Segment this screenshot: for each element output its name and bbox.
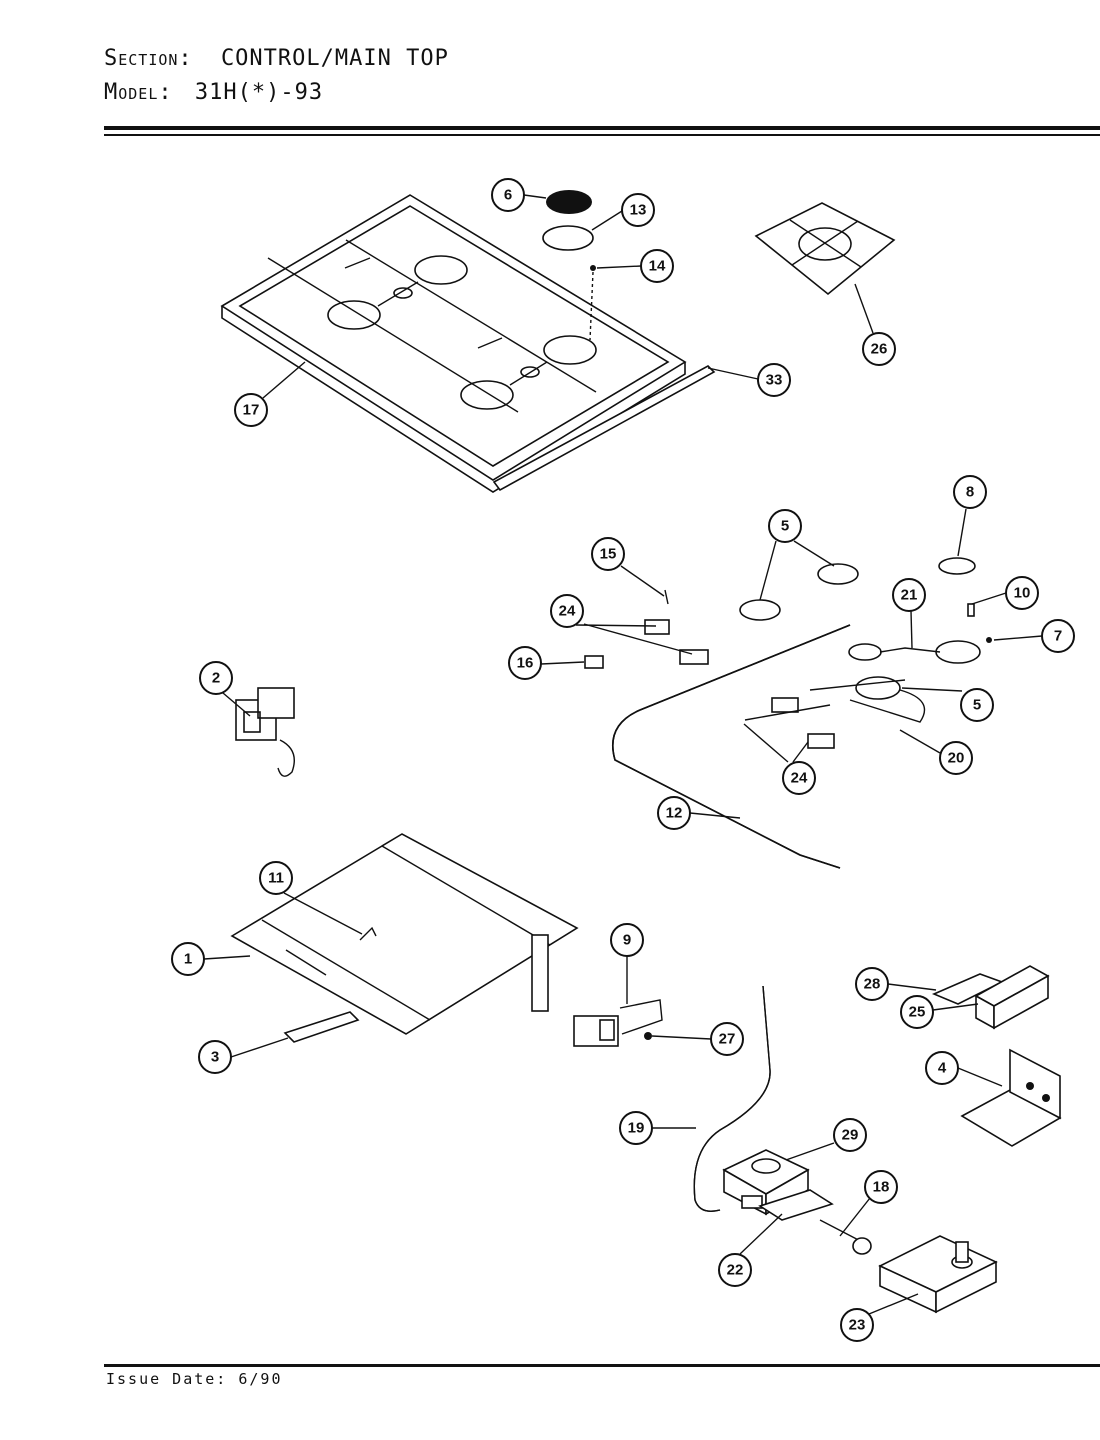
model-label: Model: bbox=[104, 80, 173, 105]
svg-text:22: 22 bbox=[727, 1262, 744, 1279]
callout-5-right: 5 bbox=[960, 688, 994, 722]
bracket-4-drawing bbox=[960, 1048, 1062, 1147]
callout-17: 17 bbox=[234, 393, 268, 427]
footer-rule bbox=[104, 1364, 1100, 1367]
callout-9: 9 bbox=[610, 923, 644, 957]
issue-date: Issue Date: 6/90 bbox=[106, 1370, 283, 1388]
callout-12: 12 bbox=[657, 796, 691, 830]
svg-text:5: 5 bbox=[973, 697, 981, 714]
header-rule-thin bbox=[104, 134, 1100, 136]
svg-text:1: 1 bbox=[184, 951, 192, 968]
svg-text:27: 27 bbox=[719, 1031, 736, 1048]
svg-text:15: 15 bbox=[600, 546, 617, 563]
callout-20: 20 bbox=[939, 741, 973, 775]
gas-tube-drawing bbox=[693, 985, 771, 1212]
section-label: Section: bbox=[104, 46, 193, 71]
callout-11: 11 bbox=[259, 861, 293, 895]
callout-1: 1 bbox=[171, 942, 205, 976]
callout-21: 21 bbox=[892, 578, 926, 612]
nipple-18-drawing bbox=[819, 1219, 872, 1255]
svg-text:11: 11 bbox=[268, 870, 284, 887]
bracket-3-drawing bbox=[283, 1011, 360, 1043]
cap-8-drawing bbox=[938, 557, 976, 575]
svg-text:13: 13 bbox=[630, 202, 647, 219]
callout-10: 10 bbox=[1005, 576, 1039, 610]
svg-text:17: 17 bbox=[243, 402, 260, 419]
model-line: Model: 31H(*)-93 bbox=[104, 80, 323, 105]
svg-text:29: 29 bbox=[842, 1127, 859, 1144]
callout-25: 25 bbox=[900, 995, 934, 1029]
callout-8: 8 bbox=[953, 475, 987, 509]
callout-26: 26 bbox=[862, 332, 896, 366]
svg-text:26: 26 bbox=[871, 341, 888, 358]
callout-5-top: 5 bbox=[768, 509, 802, 543]
callout-7: 7 bbox=[1041, 619, 1075, 653]
callout-16: 16 bbox=[508, 646, 542, 680]
svg-text:6: 6 bbox=[504, 187, 512, 204]
clip-11-drawing bbox=[359, 926, 377, 941]
callout-23: 23 bbox=[840, 1308, 874, 1342]
grate-drawing bbox=[754, 202, 896, 296]
svg-text:18: 18 bbox=[873, 1179, 890, 1196]
svg-text:24: 24 bbox=[791, 770, 808, 787]
svg-text:12: 12 bbox=[666, 805, 683, 822]
callout-18: 18 bbox=[864, 1170, 898, 1204]
callout-13: 13 bbox=[621, 193, 655, 227]
callout-33: 33 bbox=[757, 363, 791, 397]
model-value: 31H(*)-93 bbox=[194, 80, 324, 105]
callout-3: 3 bbox=[198, 1040, 232, 1074]
main-top-drawing bbox=[220, 194, 687, 493]
callout-2: 2 bbox=[199, 661, 233, 695]
svg-text:3: 3 bbox=[211, 1049, 219, 1066]
manifold-assembly-drawing bbox=[584, 563, 992, 869]
callout-24-bottom: 24 bbox=[782, 761, 816, 795]
burner-cap-drawing bbox=[546, 190, 592, 214]
block-25-drawing bbox=[974, 965, 1050, 1030]
regulator-23-drawing bbox=[878, 1235, 998, 1314]
svg-text:9: 9 bbox=[623, 932, 631, 949]
svg-text:16: 16 bbox=[517, 655, 534, 672]
callout-27: 27 bbox=[710, 1022, 744, 1056]
switch-drawing bbox=[235, 687, 295, 777]
callout-4: 4 bbox=[925, 1051, 959, 1085]
callout-19: 19 bbox=[619, 1111, 653, 1145]
svg-text:19: 19 bbox=[628, 1120, 645, 1137]
svg-text:4: 4 bbox=[938, 1060, 947, 1077]
callout-24-top: 24 bbox=[550, 594, 584, 628]
bracket-22-drawing bbox=[758, 1189, 834, 1221]
svg-text:7: 7 bbox=[1054, 628, 1062, 645]
svg-text:28: 28 bbox=[864, 976, 881, 993]
ring-drawing bbox=[542, 225, 594, 251]
callout-29: 29 bbox=[833, 1118, 867, 1152]
svg-text:14: 14 bbox=[649, 258, 666, 275]
svg-text:25: 25 bbox=[909, 1004, 926, 1021]
callout-28: 28 bbox=[855, 967, 889, 1001]
svg-text:23: 23 bbox=[849, 1317, 866, 1334]
heat-shield-drawing bbox=[230, 833, 579, 1035]
valve-9-drawing bbox=[573, 999, 663, 1047]
callout-22: 22 bbox=[718, 1253, 752, 1287]
section-line: Section: CONTROL/MAIN TOP bbox=[104, 46, 449, 71]
svg-text:10: 10 bbox=[1014, 585, 1031, 602]
callout-15: 15 bbox=[591, 537, 625, 571]
svg-text:21: 21 bbox=[901, 587, 918, 604]
svg-text:2: 2 bbox=[212, 670, 220, 687]
svg-text:24: 24 bbox=[559, 603, 576, 620]
svg-text:33: 33 bbox=[766, 372, 783, 389]
callout-14: 14 bbox=[640, 249, 674, 283]
svg-text:5: 5 bbox=[781, 518, 789, 535]
svg-text:8: 8 bbox=[966, 484, 974, 501]
leader-lines bbox=[203, 194, 1043, 1315]
svg-text:20: 20 bbox=[948, 750, 965, 767]
callout-6: 6 bbox=[491, 178, 525, 212]
section-value: CONTROL/MAIN TOP bbox=[220, 46, 449, 71]
screw-drawing bbox=[589, 265, 596, 341]
header-rule-thick bbox=[104, 126, 1100, 130]
trim-strip-drawing bbox=[492, 365, 716, 492]
